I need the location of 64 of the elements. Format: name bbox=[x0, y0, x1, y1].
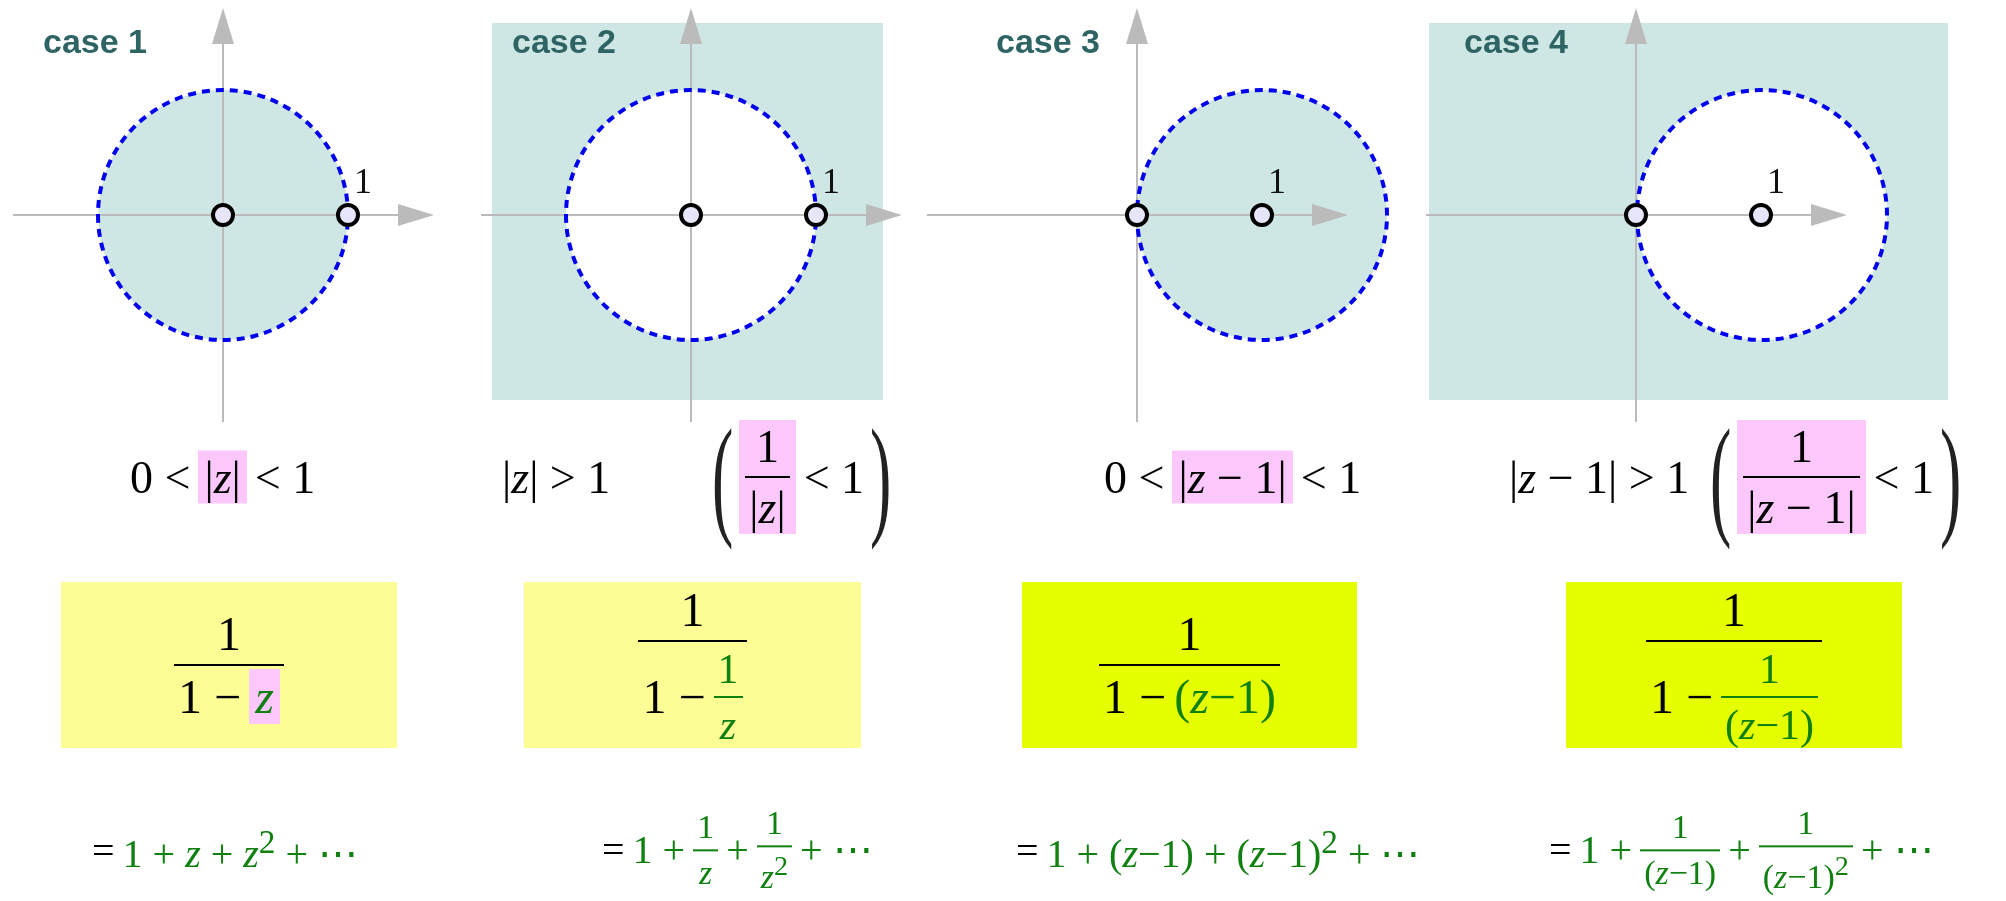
series-text: + ⋯ bbox=[1861, 826, 1934, 874]
fraction-denominator: (z−1) bbox=[1644, 854, 1717, 892]
equals-sign: = bbox=[1016, 826, 1039, 874]
inequality-text: 0 < bbox=[130, 450, 191, 504]
series-text: 1 + bbox=[1579, 826, 1633, 874]
equals-sign: = bbox=[1549, 826, 1572, 874]
axis-tick-label: 1 bbox=[1268, 160, 1286, 202]
series-text: + bbox=[726, 826, 749, 874]
equals-sign: = bbox=[92, 826, 115, 874]
axis-tick-label: 1 bbox=[1767, 160, 1785, 202]
series-text: 1 + z + z$^{2}$ + ⋯ bbox=[122, 822, 359, 878]
parenthesis: ( bbox=[712, 400, 734, 553]
inequality-text: |z − 1| > 1 bbox=[1509, 450, 1690, 504]
case-label: case 1 bbox=[43, 22, 147, 61]
fraction-denominator: (z−1) bbox=[1725, 700, 1815, 749]
formula-box bbox=[524, 582, 861, 748]
highlighted-term: |z − 1| bbox=[1172, 450, 1293, 504]
case-label: case 2 bbox=[512, 22, 616, 61]
fraction-numerator: 1 bbox=[697, 808, 715, 846]
formula-box bbox=[1022, 582, 1357, 748]
series-text: 1 + (z−1) + (z−1)$^{2}$ + ⋯ bbox=[1046, 822, 1421, 878]
fraction-numerator: 1 bbox=[1671, 808, 1689, 846]
fraction-denominator: z bbox=[719, 700, 737, 749]
fraction-denominator: |z − 1| bbox=[1747, 481, 1856, 534]
fraction-denominator: 1 − bbox=[642, 669, 706, 724]
case-label: case 3 bbox=[996, 22, 1100, 61]
fraction-denominator: 1 − bbox=[178, 669, 242, 724]
axis-tick-label: 1 bbox=[354, 160, 372, 202]
axis-tick-label: 1 bbox=[822, 160, 840, 202]
formula-box bbox=[61, 582, 397, 748]
inequality-text: < 1 bbox=[1873, 450, 1935, 504]
inequality-text: |z| > 1 bbox=[502, 450, 611, 504]
fraction-numerator: 1 bbox=[1797, 804, 1815, 843]
formula-box bbox=[1566, 582, 1902, 748]
series-text: 1 + bbox=[632, 826, 686, 874]
fraction-numerator: 1 bbox=[1789, 420, 1813, 473]
parenthesis: ) bbox=[870, 400, 892, 553]
series-text: + ⋯ bbox=[800, 826, 873, 874]
highlighted-term: |z| bbox=[198, 450, 247, 504]
fraction-numerator: 1 bbox=[680, 581, 705, 637]
fraction-denominator: (z−1) bbox=[1174, 669, 1276, 724]
parenthesis: ( bbox=[1710, 400, 1732, 553]
inequality-text: 0 < bbox=[1104, 450, 1165, 504]
fraction-denominator: z bbox=[699, 854, 713, 892]
fraction-denominator: 1 − bbox=[1649, 669, 1713, 724]
case-label: case 4 bbox=[1464, 22, 1568, 61]
equals-sign: = bbox=[602, 826, 625, 874]
inequality-text: < 1 bbox=[1300, 450, 1362, 504]
fraction-denominator: (z−1)$^{2}$ bbox=[1762, 850, 1849, 896]
series-text: + bbox=[1728, 826, 1751, 874]
fraction-denominator: 1 − bbox=[1103, 669, 1167, 724]
inequality-text: < 1 bbox=[254, 450, 316, 504]
fraction-numerator: 1 bbox=[1722, 581, 1746, 637]
highlighted-term: z bbox=[249, 669, 280, 724]
inequality-text: < 1 bbox=[803, 450, 865, 504]
fraction-denominator: z$^{2}$ bbox=[760, 850, 789, 896]
fraction-numerator: 1 bbox=[765, 804, 783, 843]
fraction-denominator: |z| bbox=[749, 481, 786, 534]
parenthesis: ) bbox=[1940, 400, 1962, 553]
fraction-numerator: 1 bbox=[1177, 606, 1202, 661]
fraction-numerator: 1 bbox=[756, 420, 779, 473]
fraction-numerator: 1 bbox=[217, 606, 241, 661]
fraction-numerator: 1 bbox=[1759, 644, 1781, 693]
fraction-numerator: 1 bbox=[717, 644, 739, 693]
